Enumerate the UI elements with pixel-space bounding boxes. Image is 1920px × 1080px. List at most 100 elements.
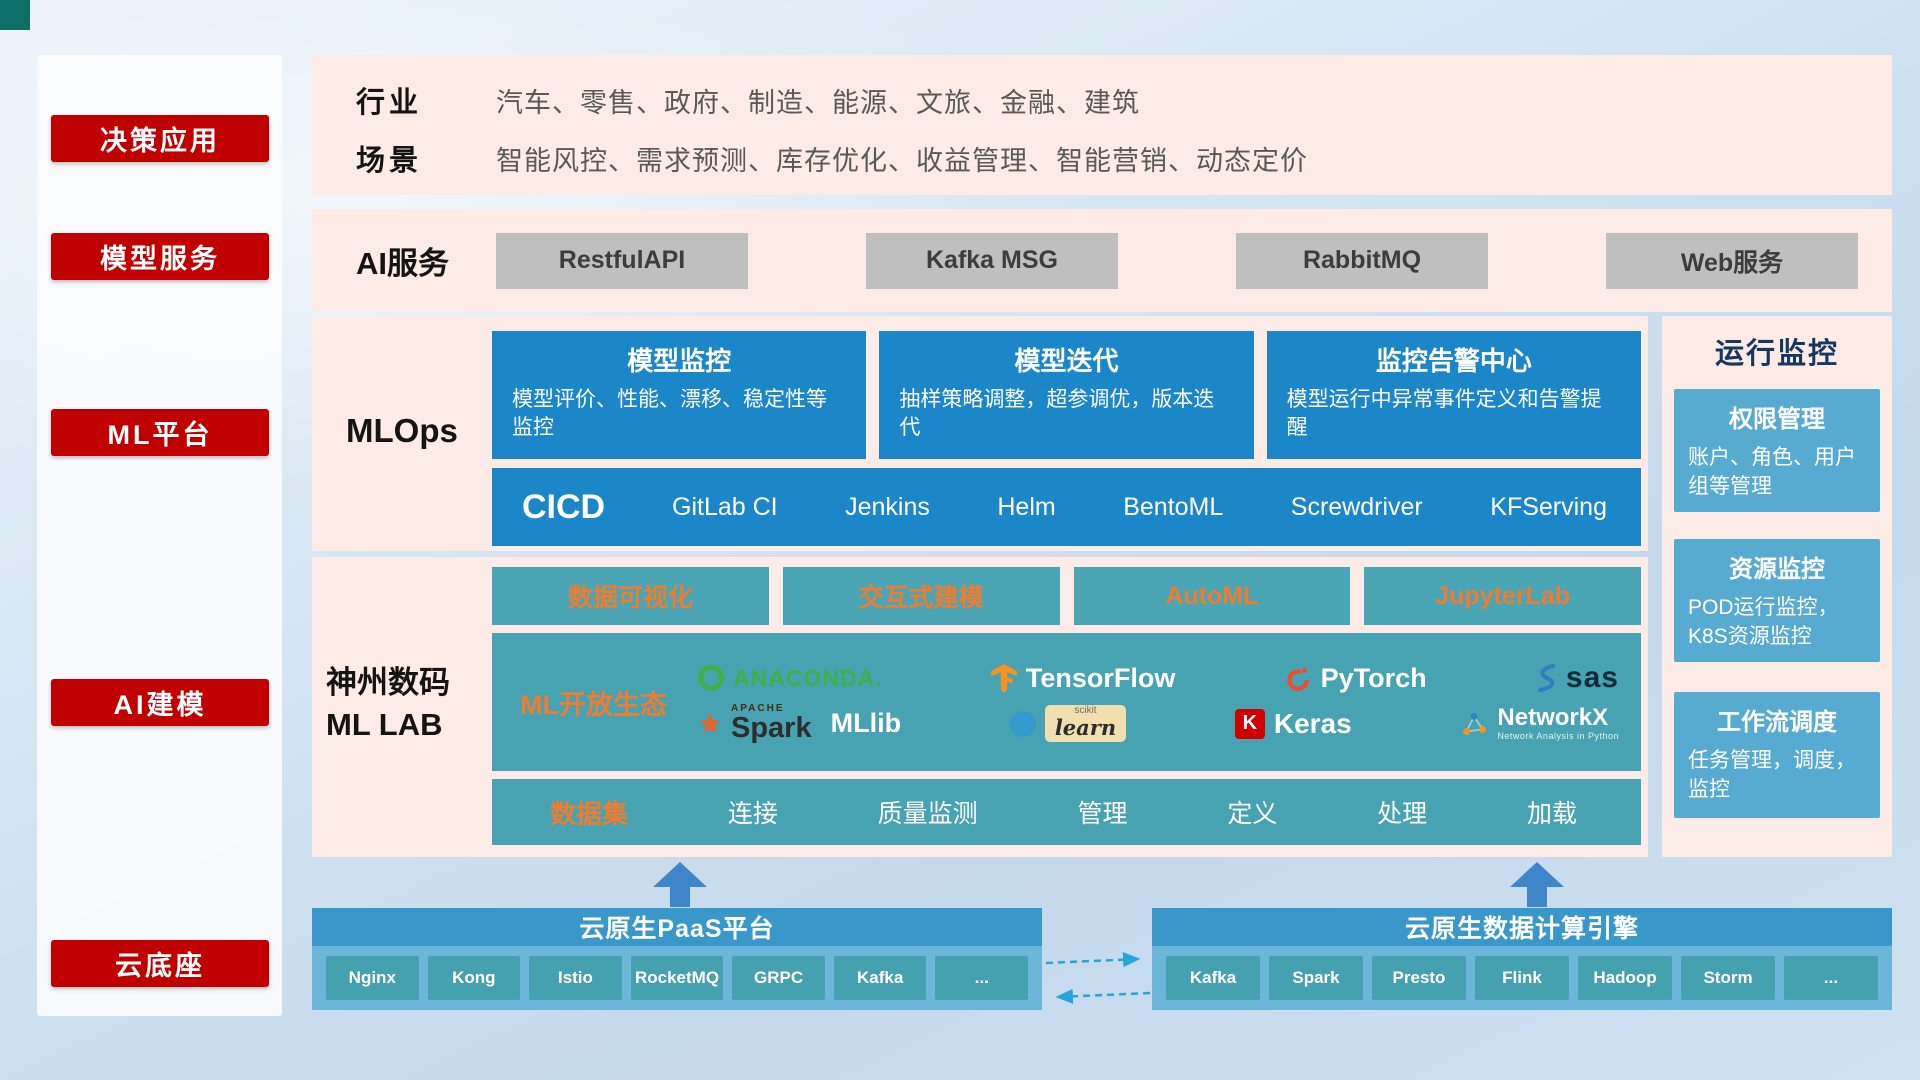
paas-kong: Kong	[427, 956, 521, 1000]
dataset-label: 数据集	[550, 798, 629, 829]
mlops-cards: 模型监控 模型评价、性能、漂移、稳定性等监控 模型迭代 抽样策略调整，超参调优，…	[492, 331, 1641, 459]
card-title: 模型监控	[627, 346, 732, 376]
model-monitoring-card: 模型监控 模型评价、性能、漂移、稳定性等监控	[492, 331, 867, 459]
paas-kafka: Kafka	[833, 956, 927, 1000]
up-arrow-engine	[1510, 862, 1564, 907]
scenario-label: 场景	[356, 145, 423, 177]
ml-lab-panel: 神州数码 ML LAB 数据可视化 交互式建模 AutoML JupyterLa…	[312, 557, 1648, 857]
tensorflow-text: TensorFlow	[1025, 662, 1176, 693]
spark-mllib-logo: APACHE Spark MLlib	[698, 704, 901, 743]
keras-icon: K	[1234, 708, 1265, 739]
arrow-head	[653, 862, 707, 887]
spark-apache-text: APACHE	[731, 703, 785, 714]
sidebar-item-cloud-base: 云底座	[51, 940, 269, 987]
logo-row-2: APACHE Spark MLlib scikit learn K	[698, 704, 1619, 743]
mlops-label: MLOps	[346, 412, 458, 449]
tab-automl: AutoML	[1073, 567, 1351, 625]
spark-icon	[700, 712, 720, 733]
scenario-row: 场景 智能风控、需求预测、库存优化、收益管理、智能营销、动态定价	[356, 137, 1892, 179]
card-body: 任务管理，调度，监控	[1688, 749, 1856, 802]
card-body: 账户、角色、用户组等管理	[1688, 446, 1856, 499]
industry-row: 行业 汽车、零售、政府、制造、能源、文旅、金融、建筑	[356, 79, 1892, 121]
tool-helm: Helm	[997, 492, 1056, 521]
corner-decoration	[0, 0, 30, 30]
paas-grpc: GRPC	[732, 956, 825, 1000]
ai-service-kafka-msg: Kafka MSG	[866, 232, 1118, 289]
data-engine-buttons: Kafka Spark Presto Flink Hadoop Storm ..…	[1152, 946, 1892, 1010]
paas-istio: Istio	[529, 956, 622, 1000]
ai-service-web: Web服务	[1606, 232, 1858, 289]
networkx-icon	[1463, 712, 1487, 735]
ai-service-rabbitmq: RabbitMQ	[1236, 232, 1488, 289]
anaconda-text: ANACONDA.	[733, 664, 883, 691]
paas-more: ...	[935, 956, 1029, 1000]
networkx-text: NetworkX	[1497, 704, 1609, 732]
permission-management-card: 权限管理 账户、角色、用户组等管理	[1674, 389, 1880, 512]
engine-hadoop: Hadoop	[1578, 956, 1672, 1000]
paas-nginx: Nginx	[326, 956, 419, 1000]
ml-ecosystem-card: ML开放生态 ANACONDA. TensorFlow	[492, 633, 1641, 771]
card-title: 权限管理	[1729, 406, 1825, 433]
engine-spark: Spark	[1269, 956, 1363, 1000]
ml-lab-tabs: 数据可视化 交互式建模 AutoML JupyterLab	[492, 567, 1641, 625]
engine-flink: Flink	[1475, 956, 1569, 1000]
data-engine-title: 云原生数据计算引擎	[1152, 908, 1892, 946]
card-title: 资源监控	[1729, 556, 1825, 583]
tool-bentoml: BentoML	[1123, 492, 1224, 521]
scenario-list: 智能风控、需求预测、库存优化、收益管理、智能营销、动态定价	[496, 145, 1308, 176]
anaconda-logo: ANACONDA.	[698, 665, 883, 692]
up-arrow-paas	[653, 862, 707, 907]
pytorch-text: PyTorch	[1320, 662, 1427, 693]
industry-scenario-panel: 行业 汽车、零售、政府、制造、能源、文旅、金融、建筑 场景 智能风控、需求预测、…	[312, 55, 1892, 195]
tool-screwdriver: Screwdriver	[1290, 492, 1423, 521]
alert-center-card: 监控告警中心 模型运行中异常事件定义和告警提醒	[1266, 331, 1641, 459]
engine-more: ...	[1784, 956, 1878, 1000]
pytorch-icon	[1286, 667, 1309, 691]
sas-text: sas	[1565, 661, 1619, 694]
sas-logo: sas	[1535, 661, 1619, 695]
ml-lab-label-line2: ML LAB	[326, 706, 443, 742]
ml-lab-label: 神州数码 ML LAB	[326, 662, 491, 746]
paas-rocketmq: RocketMQ	[630, 956, 724, 1000]
dataset-quality: 质量监测	[877, 800, 978, 828]
ecosystem-logos: ANACONDA. TensorFlow PyTorch	[698, 661, 1619, 743]
sidebar-item-model-service: 模型服务	[51, 233, 269, 280]
runtime-monitoring-panel: 运行监控 权限管理 账户、角色、用户组等管理 资源监控 POD运行监控，K8S资…	[1662, 316, 1892, 857]
tab-jupyterlab: JupyterLab	[1364, 567, 1641, 625]
card-title: 模型迭代	[1014, 346, 1119, 376]
workflow-scheduling-card: 工作流调度 任务管理，调度，监控	[1674, 692, 1880, 818]
dataset-bar: 数据集 连接 质量监测 管理 定义 处理 加载	[492, 779, 1641, 845]
card-body: 抽样策略调整，超参调优，版本迭代	[899, 388, 1215, 440]
learn-text: learn	[1054, 715, 1117, 740]
tensorflow-icon	[990, 663, 1017, 693]
logo-row-1: ANACONDA. TensorFlow PyTorch	[698, 661, 1619, 695]
scikit-learn-badge: scikit learn	[1044, 705, 1127, 742]
cicd-bar: CICD GitLab CI Jenkins Helm BentoML Scre…	[492, 468, 1641, 546]
cicd-label: CICD	[522, 487, 606, 526]
paas-platform-buttons: Nginx Kong Istio RocketMQ GRPC Kafka ...	[312, 946, 1042, 1010]
spark-text: Spark	[731, 712, 812, 744]
scikit-text: scikit	[1074, 705, 1097, 716]
card-body: 模型评价、性能、漂移、稳定性等监控	[512, 388, 827, 440]
dataset-define: 定义	[1227, 800, 1278, 828]
mllib-text: MLlib	[830, 708, 902, 738]
ml-lab-label-line1: 神州数码	[326, 665, 450, 700]
data-engine-box: 云原生数据计算引擎 Kafka Spark Presto Flink Hadoo…	[1152, 908, 1892, 1010]
layer-sidebar: 决策应用 模型服务 ML平台 AI建模 云底座	[37, 55, 282, 1016]
tab-interactive-modeling: 交互式建模	[782, 567, 1060, 625]
arrow-stem	[670, 887, 690, 907]
sidebar-item-ml-platform: ML平台	[51, 409, 269, 456]
arrow-stem	[1527, 887, 1547, 907]
networkx-logo: NetworkX Network Analysis in Python	[1460, 704, 1619, 741]
card-body: 模型运行中异常事件定义和告警提醒	[1286, 388, 1602, 440]
tensorflow-logo: TensorFlow	[990, 662, 1176, 694]
dataset-process: 处理	[1377, 800, 1428, 828]
card-body: POD运行监控，K8S资源监控	[1688, 596, 1839, 649]
ai-service-restfulapi: RestfulAPI	[496, 232, 748, 289]
arrow-head	[1510, 862, 1564, 887]
dataset-connect: 连接	[727, 800, 778, 828]
sas-icon	[1537, 664, 1555, 692]
card-title: 监控告警中心	[1375, 346, 1532, 376]
dataset-load: 加载	[1526, 800, 1577, 828]
